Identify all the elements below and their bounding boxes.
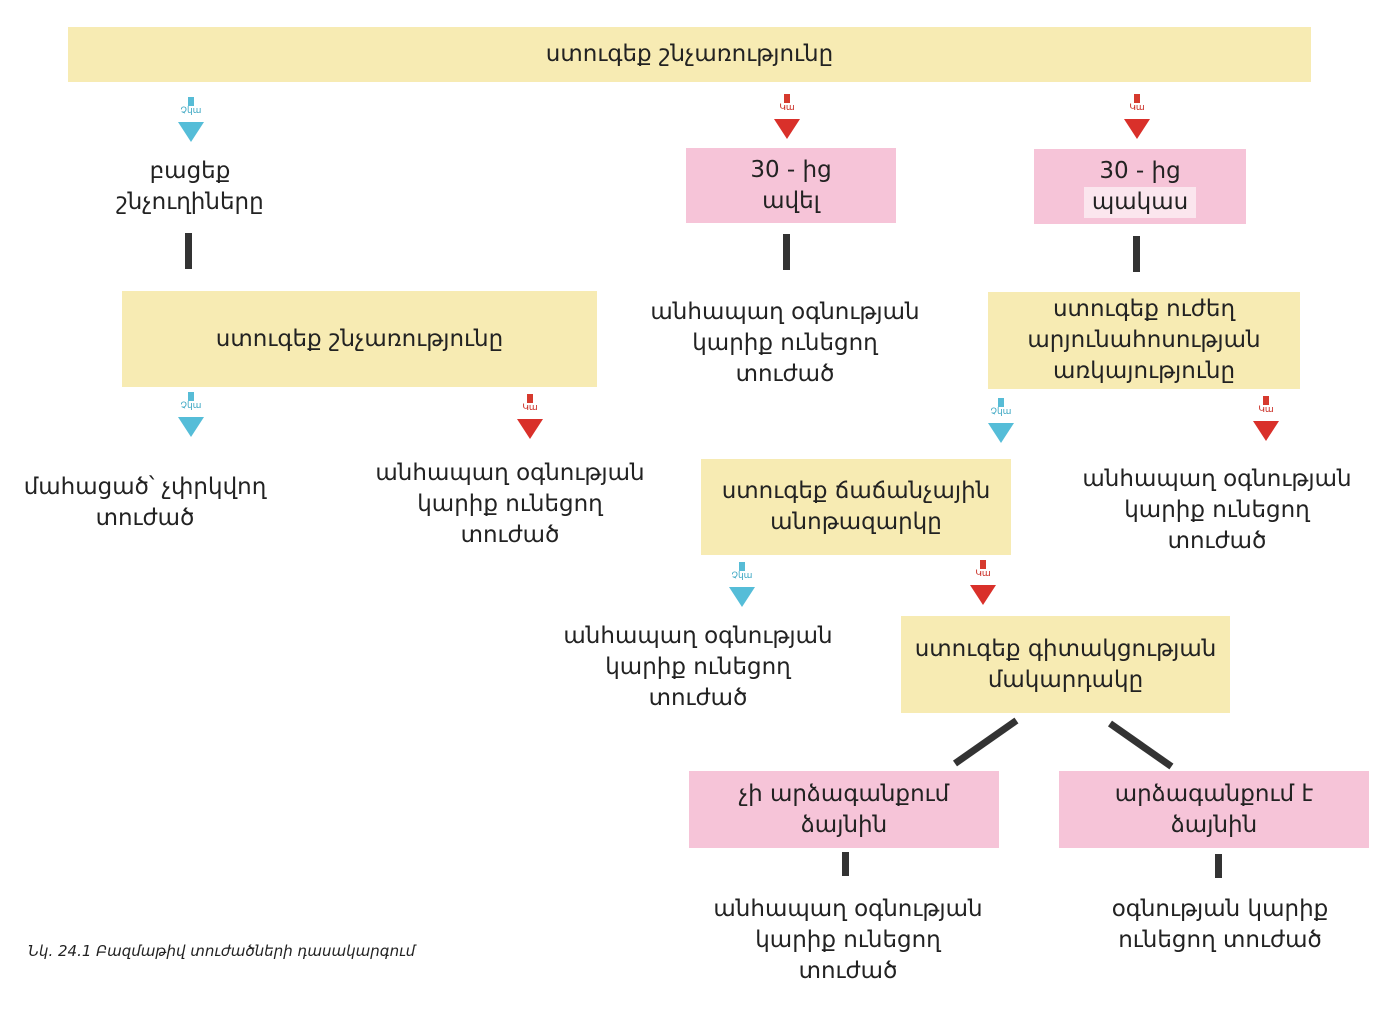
- node-label: չի արձագանքում ձայնին: [738, 780, 950, 838]
- urgent-victim: անհապաղ օգնության կարիք ունեցող տուժած: [1082, 466, 1352, 554]
- urgent-victim: անհապաղ օգնության կարիք ունեցող տուժած: [563, 623, 833, 711]
- figure-caption: Նկ. 24.1 Բազմաթիվ տուժածների դասակարգում: [28, 942, 416, 960]
- node-label: ստուգեք գիտակցության մակարդակը: [914, 635, 1217, 693]
- needs-help-victim: օգնության կարիք ունեցող տուժած: [1111, 896, 1329, 953]
- check-consciousness: ստուգեք գիտակցության մակարդակը: [901, 616, 1230, 713]
- node-label: ստուգեք ուժեղ արյունահոսության առկայությ…: [1027, 296, 1261, 384]
- check-breathing-2: ստուգեք շնչառությունը: [122, 291, 597, 387]
- check-pulse: ստուգեք ճաճանչային անոթազարկը: [701, 459, 1011, 555]
- arrow-no: Չկա: [171, 97, 211, 147]
- node-label: արձագանքում է ձայնին: [1114, 780, 1314, 838]
- arrow-yes: Կա: [767, 94, 807, 144]
- node-label: պակաս: [1083, 186, 1197, 218]
- arrow-no: Չկա: [981, 398, 1021, 448]
- arrow-no: Չկա: [171, 392, 211, 442]
- responds-to-voice: արձագանքում է ձայնին: [1059, 771, 1369, 848]
- dead-victim: մահացած՝ չփրկվող տուժած: [23, 474, 267, 531]
- connector: [783, 234, 790, 270]
- urgent-victim: անհապաղ օգնության կարիք ունեցող տուժած: [375, 460, 645, 548]
- node-label: ստուգեք ճաճանչային անոթազարկը: [721, 478, 991, 535]
- arrow-yes: Կա: [963, 560, 1003, 610]
- arrow-yes: Կա: [1117, 94, 1157, 144]
- node-label: 30 - ից: [1099, 157, 1181, 184]
- check-bleeding: ստուգեք ուժեղ արյունահոսության առկայությ…: [988, 292, 1300, 389]
- node-label: ստուգեք շնչառությունը: [215, 325, 504, 352]
- open-airways: բացեք շնչուղիները: [116, 158, 264, 215]
- arrow-no: Չկա: [722, 562, 762, 612]
- connector: [185, 233, 192, 269]
- urgent-victim: անհապաղ օգնության կարիք ունեցող տուժած: [650, 299, 920, 387]
- node-label: ստուգեք շնչառությունը: [545, 41, 834, 67]
- check-breathing-top: ստուգեք շնչառությունը: [68, 27, 1311, 82]
- over-30: 30 - ից ավել: [686, 148, 896, 223]
- arrow-yes: Կա: [510, 394, 550, 444]
- connector: [1215, 854, 1222, 878]
- no-response-to-voice: չի արձագանքում ձայնին: [689, 771, 999, 848]
- node-label: 30 - ից ավել: [750, 156, 832, 214]
- connector: [1133, 236, 1140, 272]
- connector: [952, 717, 1019, 767]
- arrow-yes: Կա: [1246, 396, 1286, 446]
- connector: [1107, 720, 1174, 770]
- urgent-victim: անհապաղ օգնության կարիք ունեցող տուժած: [713, 896, 983, 984]
- connector: [842, 852, 849, 876]
